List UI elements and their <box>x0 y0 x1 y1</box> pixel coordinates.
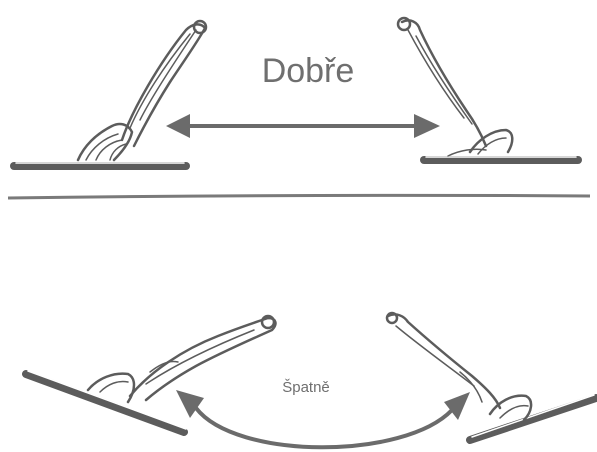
arrowhead-left <box>166 114 190 138</box>
left-skier-bad <box>22 314 277 436</box>
curved-arrow <box>176 390 470 450</box>
body-right <box>400 19 488 148</box>
good-panel: Dobře <box>7 16 591 200</box>
legs-right-tilted <box>488 394 533 422</box>
right-skier-bad <box>385 311 597 444</box>
curved-arrowhead-left <box>176 390 204 418</box>
ski-left-tilted <box>22 370 188 436</box>
right-skier-good <box>396 16 582 164</box>
double-arrow <box>166 114 440 138</box>
arrowhead-right <box>414 114 440 138</box>
left-skier-good <box>10 19 208 170</box>
ski-right-tilted <box>466 394 597 444</box>
legs-left <box>76 122 134 162</box>
legs-right <box>468 128 514 154</box>
label-bad: Špatně <box>282 379 330 396</box>
curved-arrowhead-right <box>444 392 470 420</box>
legs-left-tilted <box>86 372 136 404</box>
body-right-tilted <box>386 313 502 410</box>
ground-line <box>7 193 591 200</box>
label-good: Dobře <box>262 52 355 90</box>
bad-panel: Špatně <box>22 311 597 450</box>
